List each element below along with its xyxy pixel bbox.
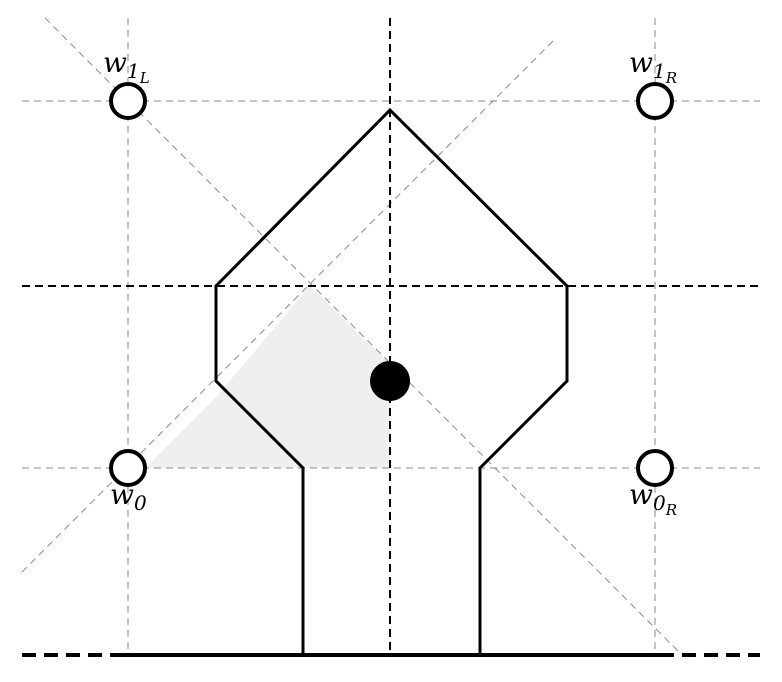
grid-diagonal-descending [44, 17, 681, 654]
node-w0R [636, 449, 674, 487]
node-w0 [109, 449, 147, 487]
grid-diagonal-ascending [21, 38, 556, 573]
node-w1R [636, 82, 674, 120]
node-center [370, 361, 410, 401]
label-w1L: w1L [103, 46, 150, 87]
label-w0R: w0R [629, 478, 677, 519]
axis-lines [22, 18, 760, 655]
label-w1R: w1R [629, 46, 677, 87]
node-w1L [109, 82, 147, 120]
label-w0: w0 [110, 478, 147, 515]
tree-outline [214, 107, 569, 655]
shaded-region [145, 286, 390, 468]
